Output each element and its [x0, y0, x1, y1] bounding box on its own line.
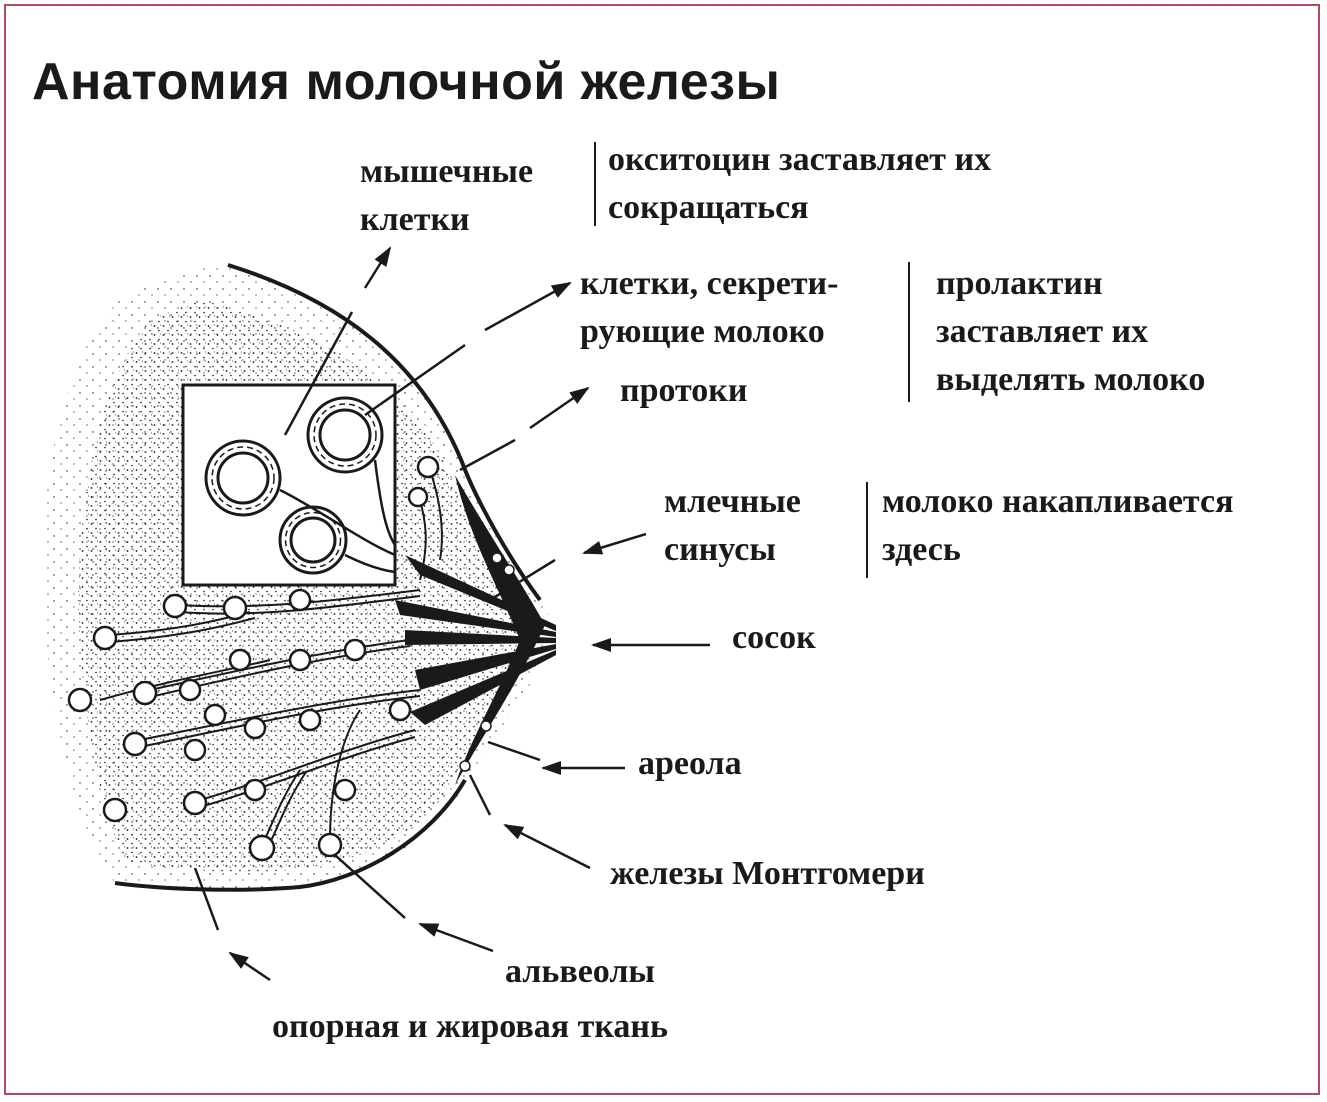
prolactin-note: пролактин заставляет их выделять молоко — [936, 260, 1205, 404]
sinus-note-line2: здесь — [882, 531, 961, 568]
montgomery-gland — [491, 552, 503, 564]
prolactin-note-divider — [908, 262, 910, 402]
breast-skin-outline — [227, 263, 542, 602]
alveoli-cluster — [67, 588, 412, 862]
breast-lower-outline — [114, 778, 467, 892]
prolactin-note-line3: выделять молоко — [936, 361, 1206, 398]
sinus-note: молоко накапливается здесь — [882, 478, 1234, 574]
sinus-note-divider — [866, 482, 868, 578]
muscle-cells-arrow — [363, 246, 392, 289]
secreting-cells-arrow — [484, 281, 572, 332]
ducts-label: протоки — [620, 372, 748, 409]
montgomery-arrow — [503, 823, 591, 870]
inset-alveoli — [204, 396, 384, 575]
inset-ducts — [279, 459, 397, 574]
alveoli-arrow — [418, 922, 494, 953]
muscle-cells-label: мышечные клетки — [360, 148, 533, 244]
page-title: Анатомия молочной железы — [32, 53, 781, 111]
milk-sinuses-label-line1: млечные — [664, 483, 801, 520]
muscle-cells-label-line2: клетки — [360, 201, 470, 238]
secreting-cells-label-line1: клетки, секрети- — [580, 265, 839, 302]
secreting-cells-label: клетки, секрети- рующие молоко — [580, 260, 838, 356]
milk-sinuses-label-line2: синусы — [664, 531, 776, 568]
montgomery-label: железы Монтгомери — [610, 855, 925, 892]
sinus-note-line1: молоко накапливается — [882, 483, 1234, 520]
leader-lines — [193, 246, 710, 982]
muscle-note-divider — [594, 142, 596, 226]
areola-label: ареола — [638, 745, 742, 782]
muscle-cells-label-line1: мышечные — [360, 153, 534, 190]
ducts-arrow — [529, 386, 590, 430]
prolactin-note-line1: пролактин — [936, 265, 1103, 302]
inset-alveoli-cells — [211, 403, 377, 569]
nipple-label: сосок — [732, 619, 816, 656]
oxytocin-note-line1: окситоцин заставляет их — [608, 141, 992, 178]
milk-sinuses — [395, 555, 556, 725]
support-tissue-arrow — [228, 951, 271, 982]
secreting-cells-label-line2: рующие молоко — [580, 313, 825, 350]
prolactin-note-line2: заставляет их — [936, 313, 1149, 350]
sinus-arrow — [582, 532, 647, 555]
montgomery-gland — [480, 720, 492, 732]
magnified-inset — [181, 383, 397, 587]
milk-sinuses-label: млечные синусы — [664, 478, 801, 574]
upper-alveoli — [407, 455, 440, 508]
montgomery-gland — [503, 564, 515, 576]
montgomery-gland — [459, 760, 471, 772]
oxytocin-note-line2: сокращаться — [608, 189, 809, 226]
oxytocin-note: окситоцин заставляет их сокращаться — [608, 136, 991, 232]
alveoli-label: альвеолы — [505, 953, 655, 990]
support-tissue-label: опорная и жировая ткань — [272, 1008, 668, 1045]
